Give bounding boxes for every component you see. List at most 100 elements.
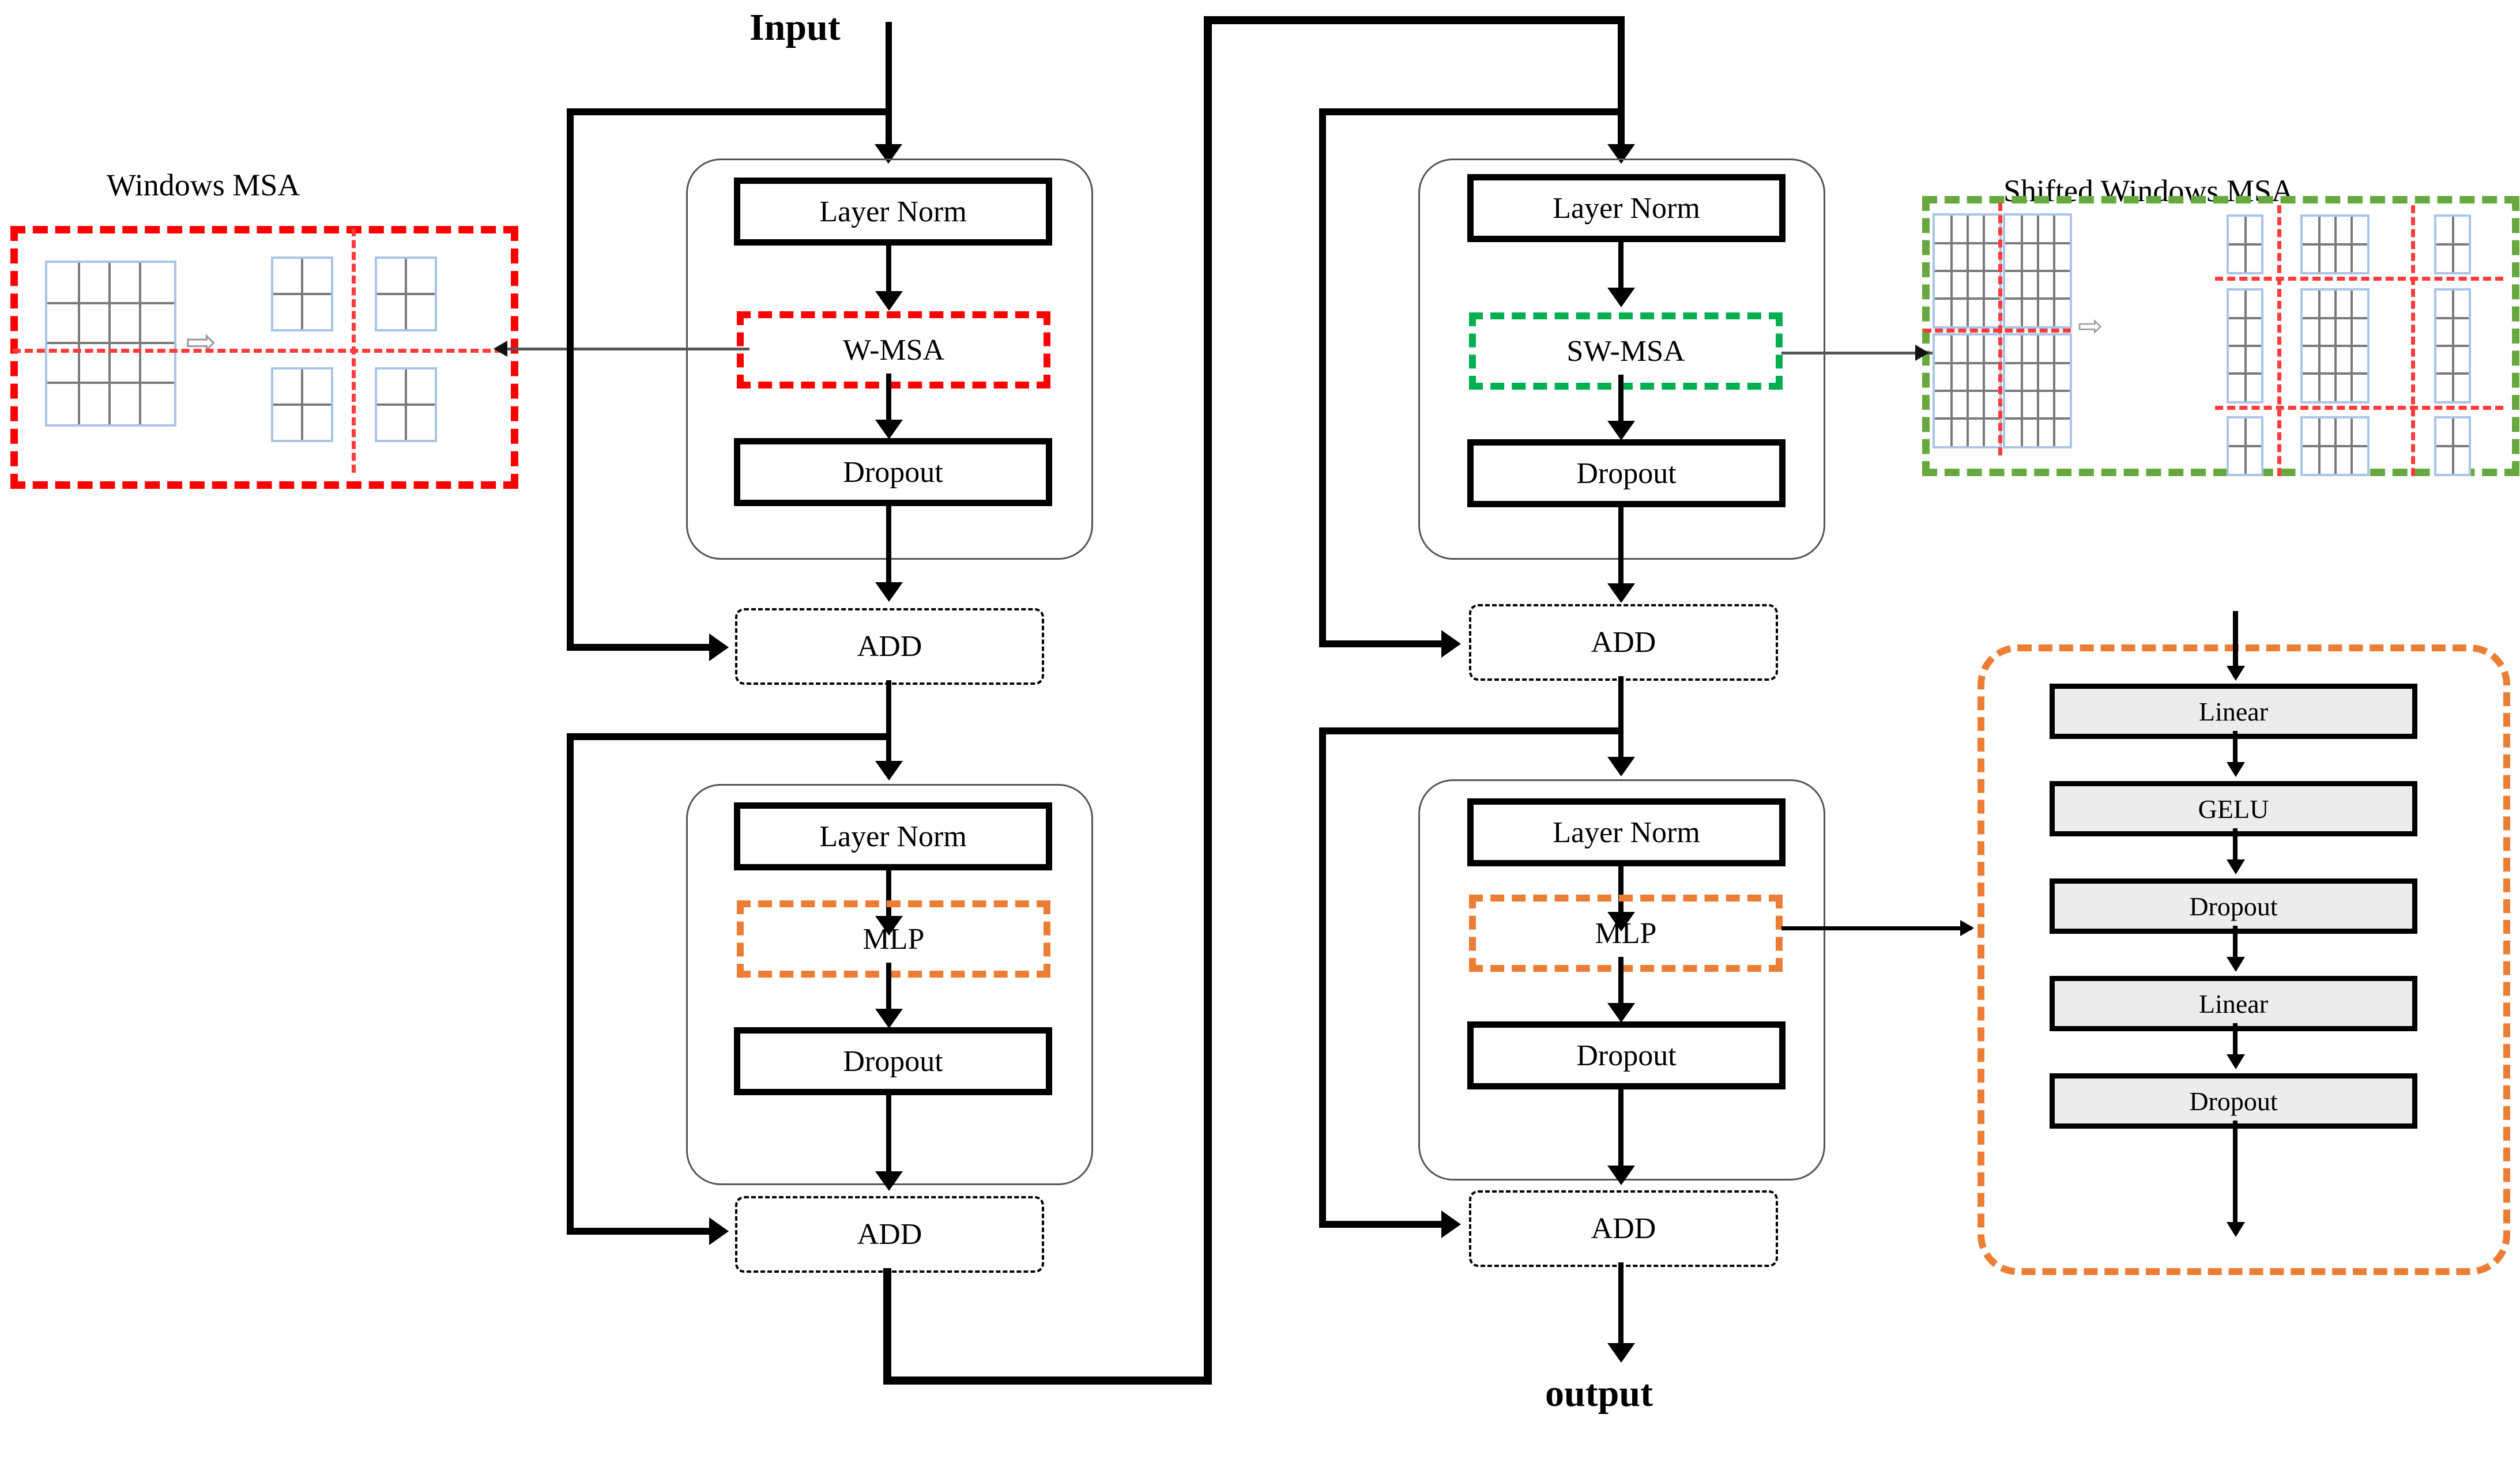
skip-connection-side (567, 108, 574, 650)
mlp-detail-in-line (2233, 611, 2238, 677)
input-line (886, 22, 892, 157)
shifted-result-split-v2 (2411, 205, 2415, 476)
skip-connection-side (567, 733, 574, 1235)
mlp-detail-in-arrowhead (2227, 666, 2245, 681)
skip-connection-top (1319, 727, 1622, 734)
arrowhead (875, 1171, 903, 1191)
arrowhead (875, 420, 903, 439)
mlp-detail-out-line (2233, 1121, 2238, 1230)
arrowhead (875, 761, 903, 780)
arrowhead (1607, 1003, 1635, 1023)
block-link-up (1204, 16, 1212, 1385)
arrowhead (2227, 957, 2245, 972)
connector (1618, 375, 1624, 432)
skip-connection-bottom (567, 644, 711, 651)
skip-connection-bottom (1319, 640, 1443, 647)
window-tile (375, 257, 437, 331)
transform-arrow-right-icon: ⇨ (2078, 309, 2103, 344)
connector (886, 374, 891, 431)
mlp-box[interactable]: MLP (1469, 895, 1783, 972)
windows-msa-source-grid (45, 261, 176, 427)
skip-arrowhead (1441, 1210, 1461, 1238)
skip-connection-top (567, 108, 890, 115)
connector (1618, 957, 1624, 1015)
skip-connection-top (567, 733, 890, 740)
skip-connection-top (1319, 108, 1622, 115)
connector (1618, 236, 1624, 299)
input-arrowhead (875, 144, 902, 164)
sw-msa-box[interactable]: SW-MSA (1469, 312, 1783, 390)
arrowhead (875, 916, 903, 936)
skip-arrowhead (709, 1217, 729, 1245)
dropout-box[interactable]: Dropout (734, 438, 1052, 506)
arrowhead (2227, 762, 2245, 777)
shifted-result-tile (2300, 214, 2370, 274)
add-box[interactable]: ADD (1469, 1190, 1778, 1267)
window-tile (271, 257, 333, 331)
shifted-result-tile (2300, 288, 2370, 403)
window-tile (375, 367, 437, 442)
arrowhead (1607, 757, 1635, 776)
output-line (1618, 1262, 1624, 1357)
windows-msa-title: Windows MSA (107, 168, 300, 202)
arrowhead (1607, 912, 1635, 932)
add-box[interactable]: ADD (735, 608, 1044, 685)
connector (886, 963, 891, 1020)
add-box[interactable]: ADD (735, 1196, 1044, 1273)
shifted-result-tile (2227, 288, 2263, 403)
dropout-box[interactable]: Dropout (734, 1027, 1052, 1095)
shifted-windows-msa-frame (1922, 196, 2519, 476)
connector (1618, 1083, 1624, 1175)
skip-arrowhead (709, 633, 729, 661)
w-msa-link-line (507, 348, 749, 350)
mlp-detail-link-line (1781, 926, 1972, 930)
skip-connection-bottom (567, 1228, 711, 1235)
connector (886, 500, 891, 592)
connector (886, 864, 891, 927)
connector (1618, 860, 1624, 923)
w-msa-box[interactable]: W-MSA (737, 311, 1050, 389)
block-link-into-right (1618, 16, 1625, 157)
layer-norm-box[interactable]: Layer Norm (1467, 798, 1786, 866)
connector (2233, 1023, 2238, 1065)
mlp-linear-box-1[interactable]: Linear (2050, 684, 2417, 739)
input-label: Input (749, 6, 841, 48)
arrowhead (1607, 1166, 1635, 1185)
mlp-box[interactable]: MLP (737, 900, 1050, 978)
shifted-result-split-v1 (2277, 205, 2281, 476)
dropout-box[interactable]: Dropout (1467, 439, 1786, 507)
connector (1618, 676, 1624, 768)
mlp-detail-link-arrowhead (1960, 920, 1974, 936)
shifted-split-horizontal (1923, 329, 2071, 333)
layer-norm-box[interactable]: Layer Norm (734, 802, 1052, 870)
block-link-bottom (883, 1377, 1212, 1385)
layer-norm-box[interactable]: Layer Norm (734, 178, 1052, 246)
arrowhead (2227, 859, 2245, 874)
arrowhead (1607, 421, 1635, 440)
skip-connection-side (1319, 727, 1326, 1228)
output-arrowhead (1607, 1343, 1635, 1363)
dropout-box[interactable]: Dropout (1467, 1021, 1786, 1089)
arrowhead (1607, 583, 1635, 603)
window-split-horizontal (13, 349, 503, 353)
skip-connection-side (1319, 108, 1326, 647)
shifted-source-tile (1933, 213, 2002, 329)
shifted-source-tile (2003, 333, 2072, 448)
skip-connection-bottom (1319, 1221, 1443, 1228)
add-box[interactable]: ADD (1469, 604, 1778, 681)
arrowhead (875, 1009, 903, 1028)
shifted-result-split-h2 (2215, 406, 2503, 410)
transform-arrow-left-icon: ⇨ (186, 321, 217, 364)
shifted-result-tile (2434, 416, 2471, 476)
shifted-result-tile (2227, 214, 2263, 274)
shifted-result-tile (2227, 416, 2263, 476)
shifted-result-tile (2434, 288, 2471, 403)
w-msa-link-arrowhead (494, 341, 507, 357)
connector (886, 239, 891, 303)
shifted-source-tile (2003, 213, 2072, 329)
arrowhead (2227, 1054, 2245, 1069)
layer-norm-box[interactable]: Layer Norm (1467, 174, 1786, 242)
output-label: output (1545, 1372, 1653, 1415)
shifted-result-tile (2300, 416, 2370, 476)
